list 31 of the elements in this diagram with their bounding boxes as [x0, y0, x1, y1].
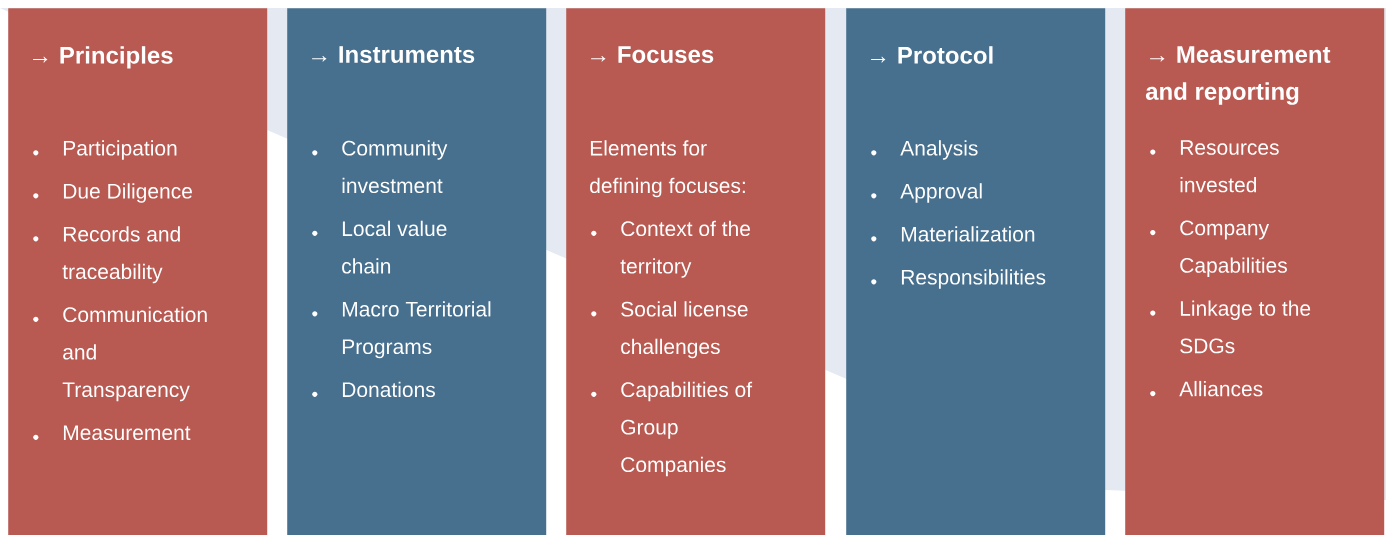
list-item: Community investment [312, 140, 448, 194]
column-panel [846, 8, 1106, 535]
list-item: Responsibilities [871, 269, 1046, 289]
list-item: Social license challenges [591, 301, 748, 359]
list-item: Analysis [871, 140, 978, 160]
column-heading: → Instruments [312, 46, 475, 63]
column-heading: → Measurement and reporting [1145, 46, 1331, 105]
list-item: Alliances [1150, 380, 1263, 397]
list-item: Capabilities of Group Companies [591, 381, 753, 477]
list-item: Records and traceability [33, 226, 180, 284]
column-panel [1125, 8, 1385, 535]
column-heading: → Focuses [591, 46, 714, 63]
list-item: Donations [312, 381, 435, 398]
list-item: Communication and Transparency [33, 306, 207, 402]
column-heading: → Principles [33, 46, 173, 69]
column-panel [287, 8, 547, 535]
list-item: Company Capabilities [1150, 220, 1287, 277]
list-item: Macro Territorial Programs [312, 301, 491, 359]
list-item: Materialization [871, 226, 1035, 242]
column-heading: → Protocol [871, 46, 993, 64]
list-item: Measurement [33, 425, 191, 441]
list-item: Resources invested [1150, 140, 1279, 193]
list-item: Local value chain [312, 220, 447, 274]
column-panel [566, 8, 826, 535]
list-item: Due Diligence [33, 183, 192, 203]
column-panel [8, 8, 268, 535]
intro-text: Elements for defining focuses: [590, 140, 745, 198]
list-item: Context of the territory [591, 220, 750, 278]
list-item: Participation [33, 140, 177, 160]
list-item: Approval [871, 183, 982, 203]
list-item: Linkage to the SDGs [1150, 300, 1311, 354]
